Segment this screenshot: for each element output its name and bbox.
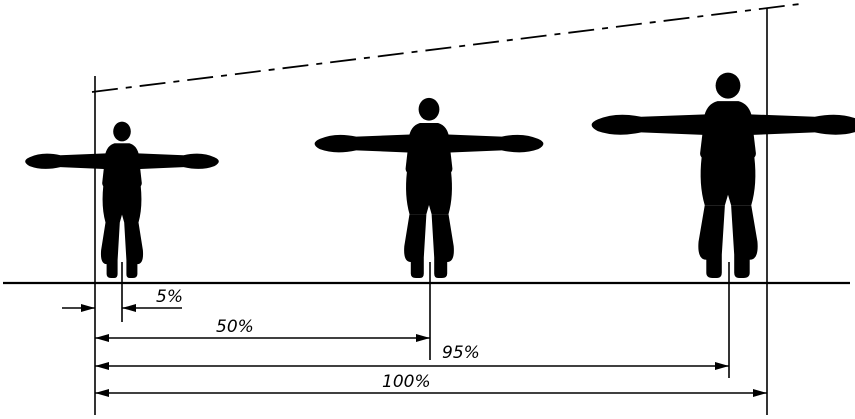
- figure-5th-percentile: [25, 121, 219, 278]
- label-100-percent: 100%: [382, 372, 431, 392]
- label-50-percent: 50%: [216, 317, 254, 337]
- dimension-95-percent: 95%: [95, 343, 729, 370]
- height-trend-line: [91, 3, 801, 93]
- label-5-percent: 5%: [156, 287, 183, 307]
- figure-95th-percentile: [591, 72, 855, 278]
- dimension-50-percent: 50%: [95, 317, 430, 342]
- label-95-percent: 95%: [442, 343, 480, 363]
- dimension-5-percent: 5%: [62, 287, 183, 312]
- figure-50th-percentile: [314, 97, 544, 278]
- dimension-100-percent: 100%: [95, 372, 767, 397]
